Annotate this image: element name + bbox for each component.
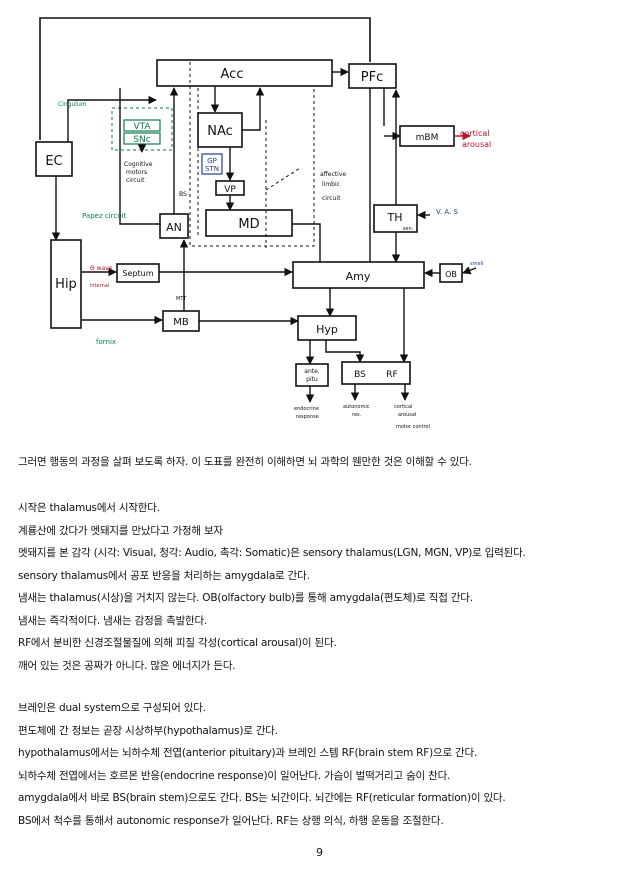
vas-label: V. A. S xyxy=(436,208,458,216)
theta-label-2: internal xyxy=(90,283,109,289)
text-line: 뇌하수체 전엽에서는 호르몬 반응(endocrine response)이 일… xyxy=(18,769,451,782)
text-line: 계룡산에 갔다가 멧돼지를 만났다고 가정해 보자 xyxy=(18,524,223,537)
text-line: 냄새는 즉각적이다. 냄새는 감정을 촉발한다. xyxy=(18,614,208,627)
autonomic-label-2: res. xyxy=(352,412,362,418)
autonomic-label-1: autonomic xyxy=(343,404,370,410)
cortical-arousal-label-2: arousal xyxy=(462,140,491,149)
brain-circuit-diagram: Acc PFc EC NAc MD AN Hip Amy Hyp VTA SNc… xyxy=(35,17,491,430)
text-line: sensory thalamus에서 공포 반응을 처리하는 amygdala로… xyxy=(18,569,310,582)
text-line: amygdala에서 바로 BS(brain stem)으로도 간다. BS는 … xyxy=(18,792,506,804)
pfc-box xyxy=(348,63,397,89)
mbm-label: mBM xyxy=(416,133,439,143)
vta-box xyxy=(123,119,161,132)
th-sub-label: sen. xyxy=(403,226,414,232)
cognitive-label-2: motors xyxy=(126,169,147,176)
hip-label: Hip xyxy=(55,277,77,292)
cortical-label-1: cortical xyxy=(394,404,412,410)
cognitive-label-3: circuit xyxy=(126,177,145,184)
hip-box xyxy=(50,239,82,329)
ec-label: EC xyxy=(45,154,62,169)
th-label: TH xyxy=(387,211,403,224)
text-line: 시작은 thalamus에서 시작한다. xyxy=(18,502,160,514)
dual-system-paragraph: 브레인은 dual system으로 구성되어 있다. 편도체에 간 정보는 곧… xyxy=(18,697,628,832)
septum-box xyxy=(116,263,160,283)
text-line: 브레인은 dual system으로 구성되어 있다. xyxy=(18,702,206,714)
ante-pitu-label-1: ante. xyxy=(304,368,320,375)
text-line: hypothalamus에서는 뇌하수체 전엽(anterior pituita… xyxy=(18,747,478,759)
acc-box xyxy=(156,59,333,87)
text-line: 편도체에 간 정보는 곧장 시상하부(hypothalamus)로 간다. xyxy=(18,724,278,737)
ante-pitu-label-2: pitu xyxy=(306,376,318,383)
papez-label: Papez circuit xyxy=(82,212,127,220)
bs-rf-box xyxy=(341,361,411,385)
mtt-label: MTT xyxy=(176,296,187,302)
smell-label: smell xyxy=(470,261,483,267)
cognitive-label-1: Cognitive xyxy=(124,161,153,168)
an-label: AN xyxy=(166,221,182,234)
affective-label-2: limbic xyxy=(322,181,340,188)
text-line: RF에서 분비한 신경조절물질에 의해 피질 각성(cortical arous… xyxy=(18,637,337,649)
intro-paragraph: 그러면 행동의 과정을 살펴 보도록 하자. 이 도표를 완전히 이해하면 뇌 … xyxy=(18,451,628,474)
hyp-label: Hyp xyxy=(316,323,338,336)
cingulum-label: Cingulum xyxy=(58,101,87,108)
rf-label: RF xyxy=(386,370,397,380)
vta-label: VTA xyxy=(133,122,151,132)
affective-label-1: affective xyxy=(320,171,346,178)
text-line: 그러면 행동의 과정을 살펴 보도록 하자. 이 도표를 완전히 이해하면 뇌 … xyxy=(18,456,472,468)
fornix-label: fornix xyxy=(96,338,116,346)
amy-box xyxy=(292,261,425,289)
stn-label: STN xyxy=(205,165,219,173)
septum-label: Septum xyxy=(122,269,153,278)
text-line: 깨어 있는 것은 공짜가 아니다. 많은 에너지가 든다. xyxy=(18,659,236,672)
vp-label: VP xyxy=(224,185,236,195)
mb-label: MB xyxy=(173,317,189,328)
text-line: BS에서 척수를 통해서 autonomic response가 일어난다. R… xyxy=(18,814,444,827)
acc-label: Acc xyxy=(221,67,244,82)
theta-label-1: Θ wave xyxy=(90,265,113,272)
gp-stn-box xyxy=(201,153,223,175)
snc-label: SNc xyxy=(133,135,150,145)
affective-label-3: circuit xyxy=(322,195,341,202)
page-number: 9 xyxy=(316,846,323,859)
cortical-arousal-label-1: cortical xyxy=(460,129,489,138)
gp-label: GP xyxy=(207,157,217,165)
endocrine-label-1: endocrine xyxy=(294,406,319,412)
cortical-label-2: arousal xyxy=(398,412,416,418)
bs-small-label: BS xyxy=(179,191,187,198)
endocrine-label-2: response xyxy=(296,414,319,420)
cortical-label-3: motor control xyxy=(396,424,430,430)
nac-label: NAc xyxy=(207,124,233,139)
sensory-paragraph: 시작은 thalamus에서 시작한다. 계룡산에 갔다가 멧돼지를 만났다고 … xyxy=(18,497,628,677)
text-line: 멧돼지를 본 감각 (시각: Visual, 청각: Audio, 촉각: So… xyxy=(18,547,526,559)
pfc-label: PFc xyxy=(361,70,383,85)
bs-label: BS xyxy=(354,370,366,380)
ec-box xyxy=(35,141,73,177)
ob-label: OB xyxy=(445,270,457,279)
md-box xyxy=(205,209,293,237)
text-line: 냄새는 thalamus(시상)을 거치지 않는다. OB(olfactory … xyxy=(18,592,473,604)
md-label: MD xyxy=(238,217,259,232)
amy-label: Amy xyxy=(346,270,371,283)
